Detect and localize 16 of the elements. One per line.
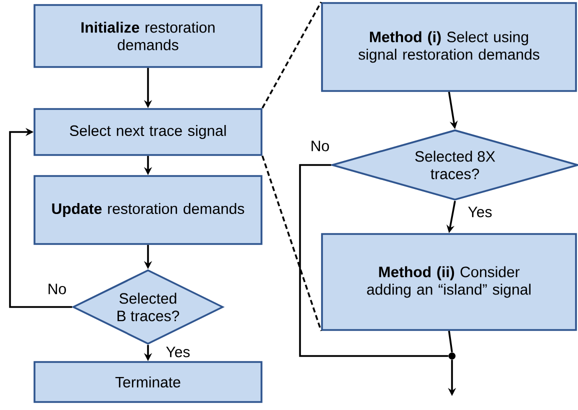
zoom-line xyxy=(262,156,322,332)
edge-label: Yes xyxy=(466,206,494,218)
process-box: Select next trace signal xyxy=(34,108,262,156)
process-box: Initialize restoration demands xyxy=(34,4,262,68)
process-box: Method (ii) Consider adding an “island” signal xyxy=(321,233,577,331)
process-box: Terminate xyxy=(34,361,262,403)
zoom-line xyxy=(262,2,322,109)
edge-label: No xyxy=(309,140,331,152)
process-box: Update restoration demands xyxy=(34,175,262,245)
edge-label: Yes xyxy=(164,346,192,358)
arrow xyxy=(9,128,72,308)
junction-dot xyxy=(448,352,456,360)
connector-line xyxy=(299,164,448,357)
edge-label: No xyxy=(46,282,68,296)
connector-line xyxy=(448,330,453,352)
process-box: Method (i) Select using signal restoration demands xyxy=(321,2,577,92)
